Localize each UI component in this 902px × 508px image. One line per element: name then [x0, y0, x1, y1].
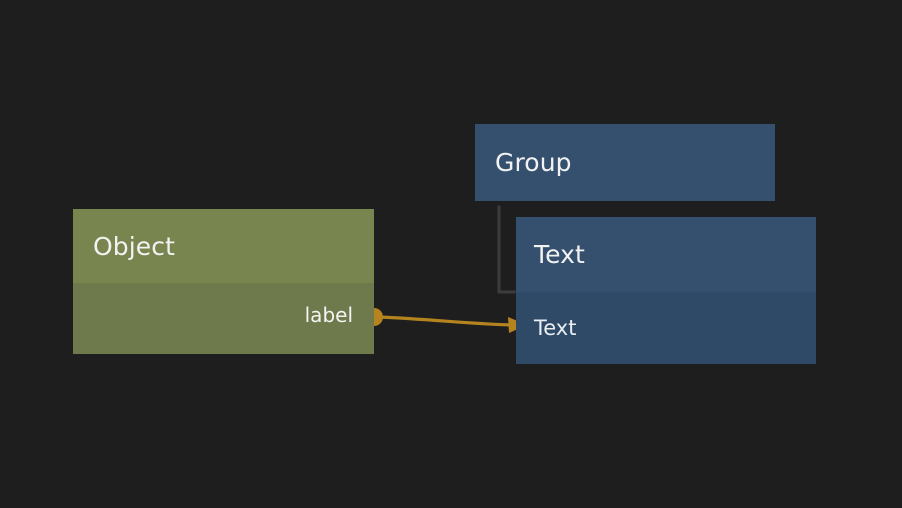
text-node-header[interactable]: Text	[516, 217, 816, 292]
node-object[interactable]: Object label	[73, 209, 374, 354]
group-node-header[interactable]: Group	[475, 124, 775, 201]
object-node-body[interactable]: label	[73, 283, 374, 354]
object-node-header[interactable]: Object	[73, 209, 374, 283]
node-text[interactable]: Text Text	[516, 217, 816, 364]
text-node-body[interactable]: Text	[516, 292, 816, 364]
text-node-title: Text	[534, 240, 585, 269]
group-containment-bracket	[497, 205, 516, 294]
object-node-title: Object	[93, 231, 176, 261]
group-node-title: Group	[495, 148, 572, 177]
node-group[interactable]: Group	[475, 124, 775, 201]
text-node-body-text: Text	[534, 316, 577, 340]
label-to-text-edge[interactable]	[376, 315, 515, 327]
port-row-label[interactable]: label	[305, 303, 353, 327]
port-label-text: label	[304, 303, 353, 327]
